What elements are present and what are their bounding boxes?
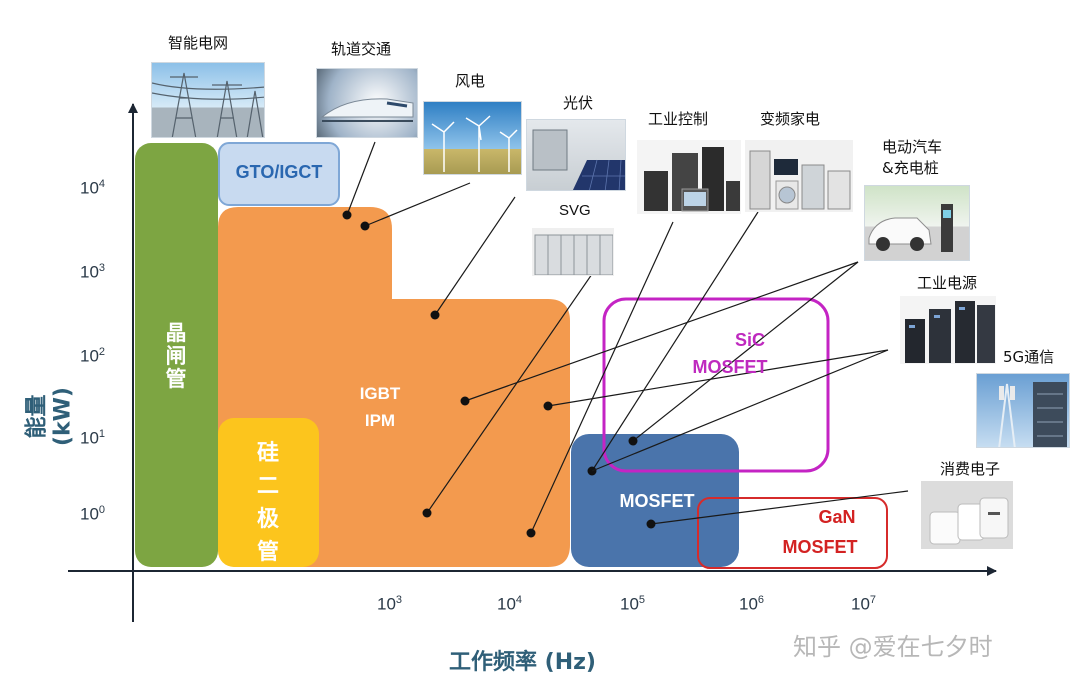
svg-cabinet-icon: [534, 234, 613, 275]
pv-photo: [526, 119, 626, 191]
leader-power-1: [547, 349, 889, 407]
y-tick-1e1: 101: [80, 428, 106, 448]
leader-dot: [460, 396, 470, 406]
gto-igct-label: GTO/IGCT: [235, 162, 323, 182]
app-label-5g: 5G通信: [1003, 348, 1055, 366]
watermark: 知乎 @爱在七夕时: [793, 633, 993, 661]
industrial-power-photo: [900, 296, 996, 364]
y-tick-1e2: 102: [80, 346, 106, 366]
app-label-wind: 风电: [455, 72, 486, 90]
leader-dot: [628, 436, 638, 446]
app-label-pv: 光伏: [563, 94, 594, 112]
ev-charging-photo: [864, 185, 970, 261]
leader-dot: [422, 508, 432, 518]
appliance-icon: [749, 150, 851, 210]
leader-appliance: [591, 211, 759, 472]
leader-lines: [342, 141, 909, 538]
leader-dot: [526, 528, 536, 538]
gan-label-line2: MOSFET: [782, 537, 858, 557]
x-tick-1e3: 103: [377, 594, 403, 614]
smart-grid-photo: [151, 62, 265, 138]
cell-tower-icon: [998, 382, 1067, 447]
y-tick-1e4: 104: [80, 178, 106, 198]
app-label-inverter-appliance: 变频家电: [760, 110, 821, 128]
thyristor-region: [135, 143, 218, 567]
x-axis-label: 工作频率 (Hz): [449, 650, 596, 675]
leader-dot: [342, 210, 352, 220]
wind-photo: [423, 101, 522, 175]
leader-dot: [646, 519, 656, 529]
power-supply-cabinet-icon: [905, 301, 995, 363]
igbt-label-line2: IPM: [364, 411, 396, 430]
solar-panel-icon: [532, 129, 625, 190]
industrial-control-photo: [637, 140, 741, 214]
y-axis-label: 能量 (kW): [24, 387, 76, 447]
leader-rail-1: [346, 141, 376, 216]
sic-mosfet-region: [602, 297, 830, 473]
diode-region: [218, 418, 319, 567]
leader-dot: [543, 401, 553, 411]
app-label-consumer: 消费电子: [940, 460, 1001, 478]
svg-photo: [532, 228, 614, 276]
app-label-ev-line2: &充电桩: [882, 159, 939, 177]
sic-label-line1: SiC: [734, 330, 765, 350]
x-tick-1e5: 105: [620, 594, 646, 614]
leader-ev-1: [464, 261, 859, 402]
sic-label-line2: MOSFET: [692, 357, 768, 377]
leader-svg: [426, 247, 611, 514]
igbt-label-line1: IGBT: [359, 384, 401, 403]
mosfet-label: MOSFET: [619, 491, 695, 511]
gto-igct-region: [218, 142, 340, 206]
y-tick-1e0: 100: [80, 504, 106, 524]
app-label-svg: SVG: [559, 202, 591, 219]
leader-rail-2: [364, 182, 471, 227]
rail-photo: [316, 68, 418, 138]
app-label-industrial-power: 工业电源: [917, 274, 978, 292]
leader-dot: [360, 221, 370, 231]
y-tick-1e3: 103: [80, 262, 106, 282]
leader-industrial-control: [530, 221, 674, 534]
diode-label: 硅二极管: [256, 441, 279, 565]
pylon-icon: [152, 72, 264, 137]
leader-consumer: [650, 490, 909, 525]
charger-icon: [929, 497, 1009, 545]
leader-wind: [434, 196, 516, 316]
appliance-photo: [745, 140, 853, 212]
control-cabinet-icon: [644, 147, 740, 212]
ev-car-icon: [868, 204, 953, 252]
app-label-smart-grid: 智能电网: [168, 34, 229, 52]
wind-turbine-icon: [431, 115, 518, 172]
leader-power-2: [591, 349, 889, 472]
app-label-ev-line1: 电动汽车: [882, 138, 943, 156]
app-label-rail: 轨道交通: [331, 40, 392, 58]
gan-label-line1: GaN: [818, 507, 856, 527]
train-icon: [320, 98, 414, 122]
fiveg-photo: [976, 373, 1070, 448]
leader-ev-2: [632, 261, 859, 442]
consumer-electronics-photo: [921, 481, 1013, 549]
gan-mosfet-region: [697, 497, 888, 569]
thyristor-label: 晶闸管: [165, 321, 187, 391]
x-tick-1e7: 107: [851, 594, 877, 614]
x-tick-1e4: 104: [497, 594, 523, 614]
app-label-industrial-control: 工业控制: [648, 110, 709, 128]
x-tick-1e6: 106: [739, 594, 765, 614]
leader-dot: [430, 310, 440, 320]
